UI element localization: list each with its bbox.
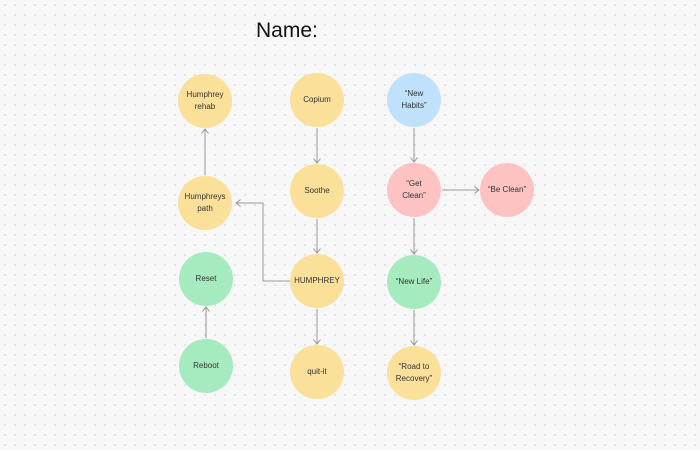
node-new-life[interactable]: “New Life” [387, 255, 441, 309]
node-humphrey-rehab[interactable]: Humphrey rehab [178, 74, 232, 128]
node-label: Humphreys path [184, 192, 226, 213]
arrowhead [313, 339, 321, 345]
node-label: Reset [195, 274, 217, 284]
arrowhead [410, 340, 418, 346]
node-copium[interactable]: Copium [290, 73, 344, 127]
arrowhead [313, 158, 321, 164]
node-label: “Be Clean” [487, 185, 527, 195]
node-label: quit-it [307, 367, 327, 377]
arrowhead [313, 248, 321, 254]
node-label: Humphrey rehab [186, 90, 224, 111]
node-label: “New Habits” [401, 89, 427, 110]
node-reboot[interactable]: Reboot [179, 339, 233, 393]
arrowhead [201, 128, 209, 134]
arrowhead [202, 306, 210, 312]
node-label: Soothe [304, 186, 330, 196]
node-reset[interactable]: Reset [179, 252, 233, 306]
node-label: “New Life” [395, 277, 433, 287]
node-label: Reboot [193, 361, 219, 371]
connector-humphrey-to-humphreys-path[interactable] [236, 202, 290, 282]
node-quit-it[interactable]: quit-it [290, 345, 344, 399]
arrowhead [410, 157, 418, 163]
arrowhead [474, 186, 480, 194]
node-humphrey[interactable]: HUMPHREY [290, 254, 344, 308]
node-get-clean[interactable]: “Get Clean” [387, 163, 441, 217]
node-be-clean[interactable]: “Be Clean” [480, 163, 534, 217]
node-label: “Get Clean” [402, 179, 426, 200]
arrowhead [235, 199, 241, 207]
node-label: HUMPHREY [294, 276, 340, 286]
node-label: Copium [303, 95, 331, 105]
arrowhead [410, 249, 418, 255]
node-new-habits[interactable]: “New Habits” [387, 73, 441, 127]
node-label: “Road to Recovery” [395, 362, 433, 383]
node-humphreys-path[interactable]: Humphreys path [178, 176, 232, 230]
node-road-to-recovery[interactable]: “Road to Recovery” [387, 346, 441, 400]
board-title: Name: [256, 19, 318, 42]
node-soothe[interactable]: Soothe [290, 164, 344, 218]
